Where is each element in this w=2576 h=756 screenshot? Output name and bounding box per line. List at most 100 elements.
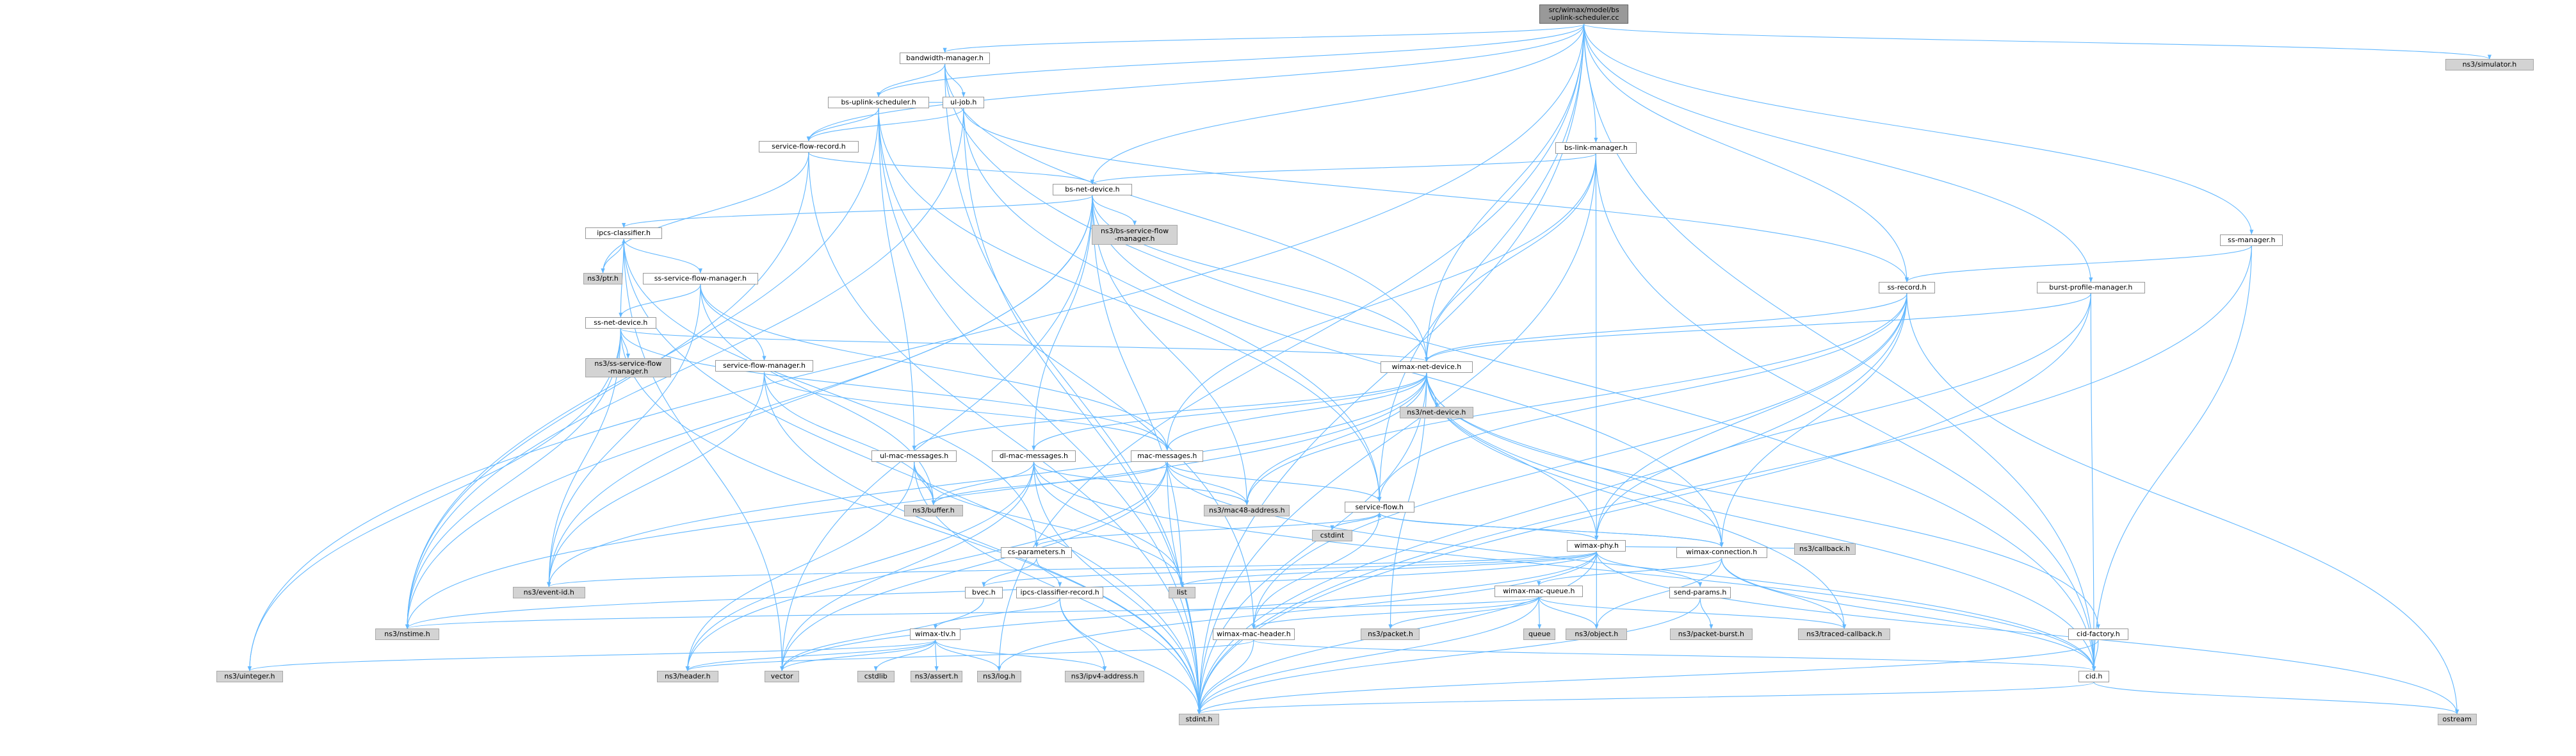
node-label-line: list	[1176, 588, 1187, 596]
node-uljob[interactable]: ul-job.h	[943, 96, 985, 108]
node-sendp[interactable]: send-params.h	[1669, 586, 1731, 598]
node-header[interactable]: ns3/header.h	[656, 670, 718, 682]
node-dlmm[interactable]: dl-mac-messages.h	[991, 450, 1076, 462]
edge-wconn-to-cid	[1721, 558, 2096, 671]
node-cid[interactable]: cid.h	[2078, 670, 2110, 682]
node-wconn[interactable]: wimax-connection.h	[1676, 546, 1767, 559]
node-pktburst[interactable]: ns3/packet-burst.h	[1670, 629, 1753, 641]
node-cidfact[interactable]: cid-factory.h	[2068, 629, 2128, 641]
node-nstime[interactable]: ns3/nstime.h	[375, 629, 439, 641]
node-stdint[interactable]: stdint.h	[1179, 714, 1220, 726]
node-wtlv[interactable]: wimax-tlv.h	[910, 629, 960, 641]
node-bslm[interactable]: bs-link-manager.h	[1555, 142, 1637, 154]
node-vector[interactable]: vector	[765, 670, 800, 682]
edge-sfr-to-bsnd	[808, 152, 1094, 185]
node-ssmgr[interactable]: ss-manager.h	[2220, 234, 2283, 246]
edge-wphy-to-eventid	[547, 551, 1597, 588]
node-label-line: bs-net-device.h	[1065, 185, 1120, 194]
node-bvec[interactable]: bvec.h	[964, 586, 1003, 598]
edge-uljob-to-sfr	[806, 108, 964, 142]
node-list[interactable]: list	[1168, 586, 1195, 598]
edge-macm-to-sflow	[1167, 461, 1382, 502]
node-label-line: bandwidth-manager.h	[906, 53, 984, 62]
node-object[interactable]: ns3/object.h	[1566, 629, 1628, 641]
node-wphy[interactable]: wimax-phy.h	[1567, 539, 1626, 552]
node-label-line: ns3/bs-service-flow	[1100, 226, 1169, 235]
node-nsssfm[interactable]: ns3/ss-service-flow-manager.h	[585, 357, 671, 378]
edge-ssrec-to-wconn	[1719, 293, 1908, 548]
edge-wconn-to-sflow	[1377, 512, 1722, 547]
node-ssnd[interactable]: ss-net-device.h	[585, 317, 656, 329]
node-ptr[interactable]: ns3/ptr.h	[583, 272, 623, 284]
edge-wnd-to-tracedcb	[1426, 373, 1847, 630]
edge-bpm-to-cid	[2090, 293, 2096, 671]
node-sim[interactable]: ns3/simulator.h	[2445, 59, 2534, 71]
node-callback[interactable]: ns3/callback.h	[1794, 543, 1856, 555]
edge-dlmm-to-cid	[1033, 461, 2096, 671]
node-label: ns3/ss-service-flow-manager.h	[594, 360, 661, 375]
node-assert[interactable]: ns3/assert.h	[911, 670, 962, 682]
node-wmq[interactable]: wimax-mac-queue.h	[1495, 585, 1584, 597]
node-queue[interactable]: queue	[1523, 629, 1556, 641]
edge-sssfm-to-ssnd	[619, 284, 701, 318]
node-sssfm[interactable]: ss-service-flow-manager.h	[642, 272, 758, 284]
node-label: ss-service-flow-manager.h	[654, 274, 747, 283]
node-macm[interactable]: mac-messages.h	[1131, 450, 1204, 462]
node-sfr[interactable]: service-flow-record.h	[758, 141, 859, 152]
node-sfm[interactable]: service-flow-manager.h	[715, 360, 814, 372]
edge-wphy-to-bvec	[982, 551, 1597, 588]
node-tracedcb[interactable]: ns3/traced-callback.h	[1798, 629, 1891, 641]
node-label-line: ns3/callback.h	[1799, 545, 1851, 554]
node-cstdlib[interactable]: cstdlib	[857, 670, 895, 682]
edge-ipcs-to-csparam	[623, 238, 1039, 548]
node-label: ul-mac-messages.h	[880, 452, 948, 460]
node-bwm[interactable]: bandwidth-manager.h	[900, 52, 990, 64]
node-wmh[interactable]: wimax-mac-header.h	[1212, 629, 1295, 641]
edge-wnd-to-cidfact	[1426, 373, 2100, 630]
node-label: bandwidth-manager.h	[906, 54, 984, 62]
node-ssrec[interactable]: ss-record.h	[1878, 282, 1936, 294]
node-csparam[interactable]: cs-parameters.h	[1001, 546, 1073, 559]
edge-bwm-to-cid	[944, 63, 2096, 671]
node-packet[interactable]: ns3/packet.h	[1361, 629, 1420, 641]
edge-bwm-to-uljob	[944, 63, 966, 97]
edge-wmq-to-tracedcb	[1538, 596, 1847, 630]
node-netdev[interactable]: ns3/net-device.h	[1399, 407, 1473, 419]
edge-sssfm-to-sfm	[700, 284, 766, 361]
node-bsus[interactable]: bs-uplink-scheduler.h	[828, 96, 930, 108]
node-cstdint[interactable]: cstdint	[1311, 529, 1353, 541]
node-label: ns3/header.h	[665, 672, 711, 680]
node-log[interactable]: ns3/log.h	[976, 670, 1021, 682]
node-label-line: burst-profile-manager.h	[2049, 283, 2133, 292]
node-label: ns3/log.h	[983, 672, 1016, 680]
edge-wmh-to-cid	[1253, 639, 2096, 671]
node-ostream[interactable]: ostream	[2437, 714, 2477, 726]
node-label-line: ns3/simulator.h	[2462, 60, 2517, 69]
node-bssfm[interactable]: ns3/bs-service-flow-manager.h	[1091, 225, 1178, 245]
node-label: wimax-phy.h	[1575, 541, 1619, 550]
node-ulmm[interactable]: ul-mac-messages.h	[871, 450, 957, 462]
node-label: wimax-connection.h	[1686, 548, 1757, 556]
node-buffer[interactable]: ns3/buffer.h	[903, 504, 963, 516]
node-ipcsrec[interactable]: ipcs-classifier-record.h	[1016, 586, 1104, 598]
node-bpm[interactable]: burst-profile-manager.h	[2037, 282, 2145, 294]
node-eventid[interactable]: ns3/event-id.h	[512, 586, 585, 598]
node-label: ns3/nstime.h	[384, 630, 430, 638]
edge-root-to-sflow	[1377, 24, 1585, 502]
node-label: bvec.h	[972, 588, 996, 596]
edge-root-to-bwm	[943, 24, 1585, 53]
node-label: ss-manager.h	[2228, 236, 2275, 244]
node-root[interactable]: src/wimax/model/bs-uplink-scheduler.cc	[1539, 4, 1629, 24]
node-label: ns3/simulator.h	[2463, 61, 2517, 69]
node-mac48[interactable]: ns3/mac48-address.h	[1204, 504, 1290, 516]
node-wnd[interactable]: wimax-net-device.h	[1381, 361, 1473, 374]
node-ipcs[interactable]: ipcs-classifier.h	[585, 227, 663, 239]
node-label: burst-profile-manager.h	[2049, 284, 2132, 292]
node-bsnd[interactable]: bs-net-device.h	[1052, 184, 1133, 196]
edge-ipcs-to-ptr	[601, 238, 624, 274]
edge-ssmgr-to-cid	[2092, 245, 2252, 671]
node-ipv4[interactable]: ns3/ipv4-address.h	[1064, 670, 1145, 682]
node-uinteger[interactable]: ns3/uinteger.h	[216, 670, 283, 682]
node-label: cid.h	[2086, 672, 2103, 680]
node-sflow[interactable]: service-flow.h	[1344, 501, 1414, 513]
